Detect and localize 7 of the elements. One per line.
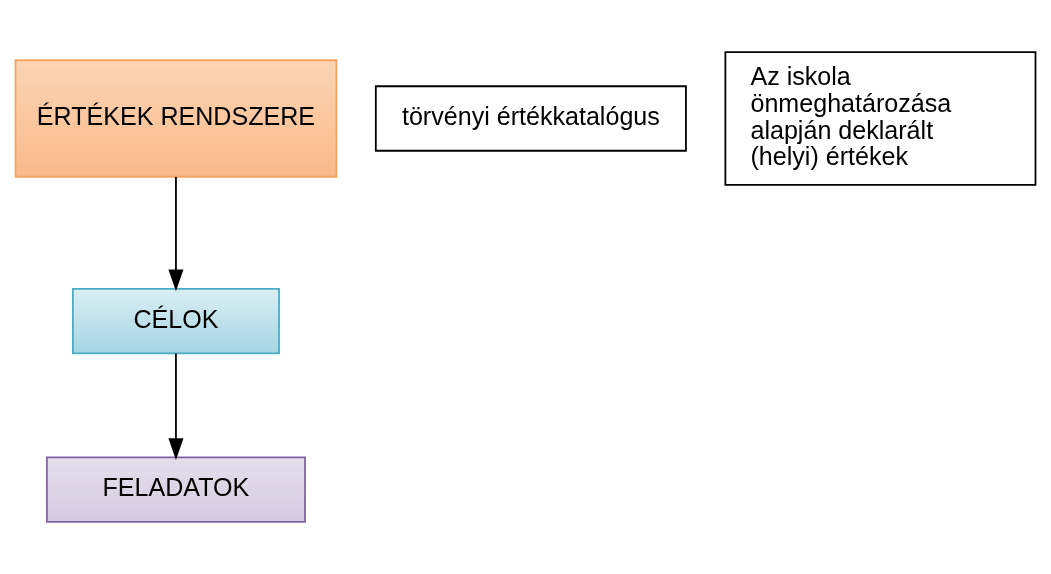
arrow bbox=[168, 352, 184, 460]
node-box: ÉRTÉKEK RENDSZERE bbox=[14, 59, 338, 178]
node-box: törvényi értékkatalógus bbox=[374, 85, 687, 152]
node-box: CÉLOK bbox=[71, 287, 280, 355]
node-box: Az iskola önmeghatározása alapján deklarált (helyi) értékek bbox=[724, 51, 1037, 186]
node-box: FELADATOK bbox=[46, 456, 306, 523]
arrow bbox=[168, 176, 184, 292]
